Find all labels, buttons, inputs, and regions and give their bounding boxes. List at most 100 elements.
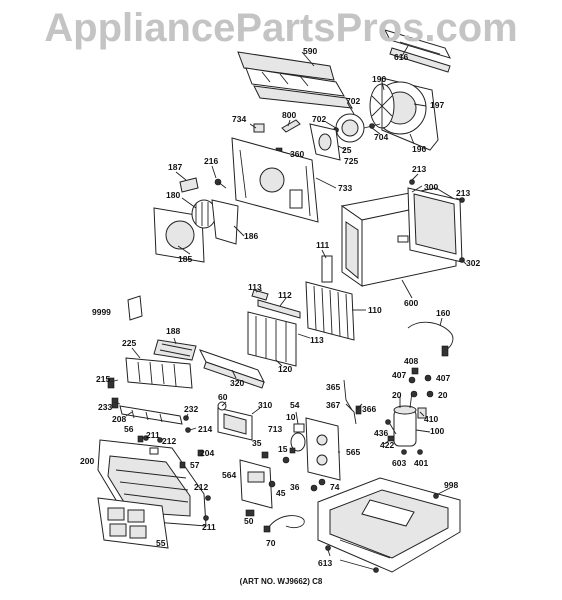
part-15-clip xyxy=(289,447,296,454)
label-436: 436 xyxy=(374,428,388,438)
part-110-condenser-coil xyxy=(305,281,355,341)
label-111: 111 xyxy=(316,240,330,250)
part-54-thermostat xyxy=(293,423,305,433)
part-57-tab xyxy=(179,461,186,469)
label-713: 713 xyxy=(268,424,282,434)
part-112-coil-bracket xyxy=(257,299,301,319)
label-401: 401 xyxy=(414,458,428,468)
label-208: 208 xyxy=(112,414,126,424)
label-36: 36 xyxy=(290,482,300,492)
part-436-bolt xyxy=(385,419,391,425)
label-702a: 702 xyxy=(346,96,360,106)
label-232: 232 xyxy=(184,404,198,414)
part-labels: 590 616 190 197 702 702 704 196 800 734 … xyxy=(80,46,480,568)
label-45: 45 xyxy=(276,488,286,498)
part-367-tube xyxy=(345,403,357,425)
part-55-air-filter xyxy=(97,497,169,549)
label-734: 734 xyxy=(232,114,246,124)
part-208-rail xyxy=(119,405,183,425)
part-590-top-panel xyxy=(237,51,353,109)
label-56: 56 xyxy=(124,424,134,434)
part-407-fittings xyxy=(408,374,432,384)
label-197: 197 xyxy=(430,100,444,110)
label-214: 214 xyxy=(198,424,212,434)
label-190: 190 xyxy=(372,74,386,84)
label-55: 55 xyxy=(156,538,166,548)
label-74: 74 xyxy=(330,482,340,492)
part-160-power-cord xyxy=(407,321,454,357)
label-300: 300 xyxy=(424,182,438,192)
label-233: 233 xyxy=(98,402,112,412)
label-407b: 407 xyxy=(436,373,450,383)
part-188-louver xyxy=(153,339,197,361)
part-616-bracket xyxy=(384,29,451,73)
label-613: 613 xyxy=(318,558,332,568)
part-713-sensor xyxy=(282,456,290,464)
label-733: 733 xyxy=(338,183,352,193)
part-20-grommets xyxy=(410,390,434,398)
label-600: 600 xyxy=(404,298,418,308)
label-565: 565 xyxy=(346,447,360,457)
label-422: 422 xyxy=(380,440,394,450)
label-113b: 113 xyxy=(310,335,324,345)
part-410-cover xyxy=(417,407,427,419)
label-725: 725 xyxy=(344,156,358,166)
part-70-cord xyxy=(263,515,305,533)
part-422-mount xyxy=(387,435,395,442)
label-110: 110 xyxy=(368,305,382,315)
label-200: 200 xyxy=(80,456,94,466)
part-215-clip xyxy=(107,377,115,389)
label-215: 215 xyxy=(96,374,110,384)
label-310: 310 xyxy=(258,400,272,410)
label-704: 704 xyxy=(374,132,388,142)
part-185-blower-scroll xyxy=(153,207,205,263)
label-60: 60 xyxy=(218,392,228,402)
part-9999-card xyxy=(127,295,143,321)
label-25: 25 xyxy=(342,145,352,155)
part-216-screw xyxy=(214,178,227,189)
leader-lines xyxy=(109,45,467,571)
part-725-motor-mount xyxy=(309,123,341,161)
part-603-nut xyxy=(401,449,407,455)
part-408-clamp xyxy=(411,367,419,375)
part-111-bracket xyxy=(321,255,333,283)
label-408: 408 xyxy=(404,356,418,366)
label-20a: 20 xyxy=(392,390,402,400)
label-15: 15 xyxy=(278,444,288,454)
label-213b: 213 xyxy=(456,188,470,198)
label-180: 180 xyxy=(166,190,180,200)
part-190-condenser-fan xyxy=(369,83,395,129)
label-20b: 20 xyxy=(438,390,448,400)
part-50-plug xyxy=(245,509,255,517)
part-10-capacitor xyxy=(290,432,306,452)
part-565-control-bracket xyxy=(305,417,341,481)
label-120: 120 xyxy=(278,364,292,374)
label-211b: 211 xyxy=(202,522,216,532)
part-998-plug xyxy=(433,493,439,499)
part-564-control-box xyxy=(239,459,273,509)
label-212a: 212 xyxy=(162,436,176,446)
label-211a: 211 xyxy=(146,430,160,440)
part-120-evaporator-coil xyxy=(247,311,297,367)
label-196: 196 xyxy=(412,144,426,154)
part-733-bulkhead xyxy=(231,137,319,223)
part-187-tab xyxy=(179,177,199,193)
label-57: 57 xyxy=(190,460,200,470)
label-10: 10 xyxy=(286,412,296,422)
label-590: 590 xyxy=(303,46,317,56)
label-365: 365 xyxy=(326,382,340,392)
part-186-blower-housing xyxy=(211,199,239,245)
part-211-screws xyxy=(143,435,209,521)
part-734-spacer xyxy=(253,123,265,133)
label-998: 998 xyxy=(444,480,458,490)
label-616: 616 xyxy=(394,52,408,62)
label-213a: 213 xyxy=(412,164,426,174)
label-800: 800 xyxy=(282,110,296,120)
part-613-base-pan xyxy=(317,477,461,573)
part-100-compressor xyxy=(393,391,417,447)
label-216: 216 xyxy=(204,156,218,166)
label-302: 302 xyxy=(466,258,480,268)
part-365-tube xyxy=(343,379,353,411)
label-188: 188 xyxy=(166,326,180,336)
part-180-blower-wheel xyxy=(191,199,217,229)
